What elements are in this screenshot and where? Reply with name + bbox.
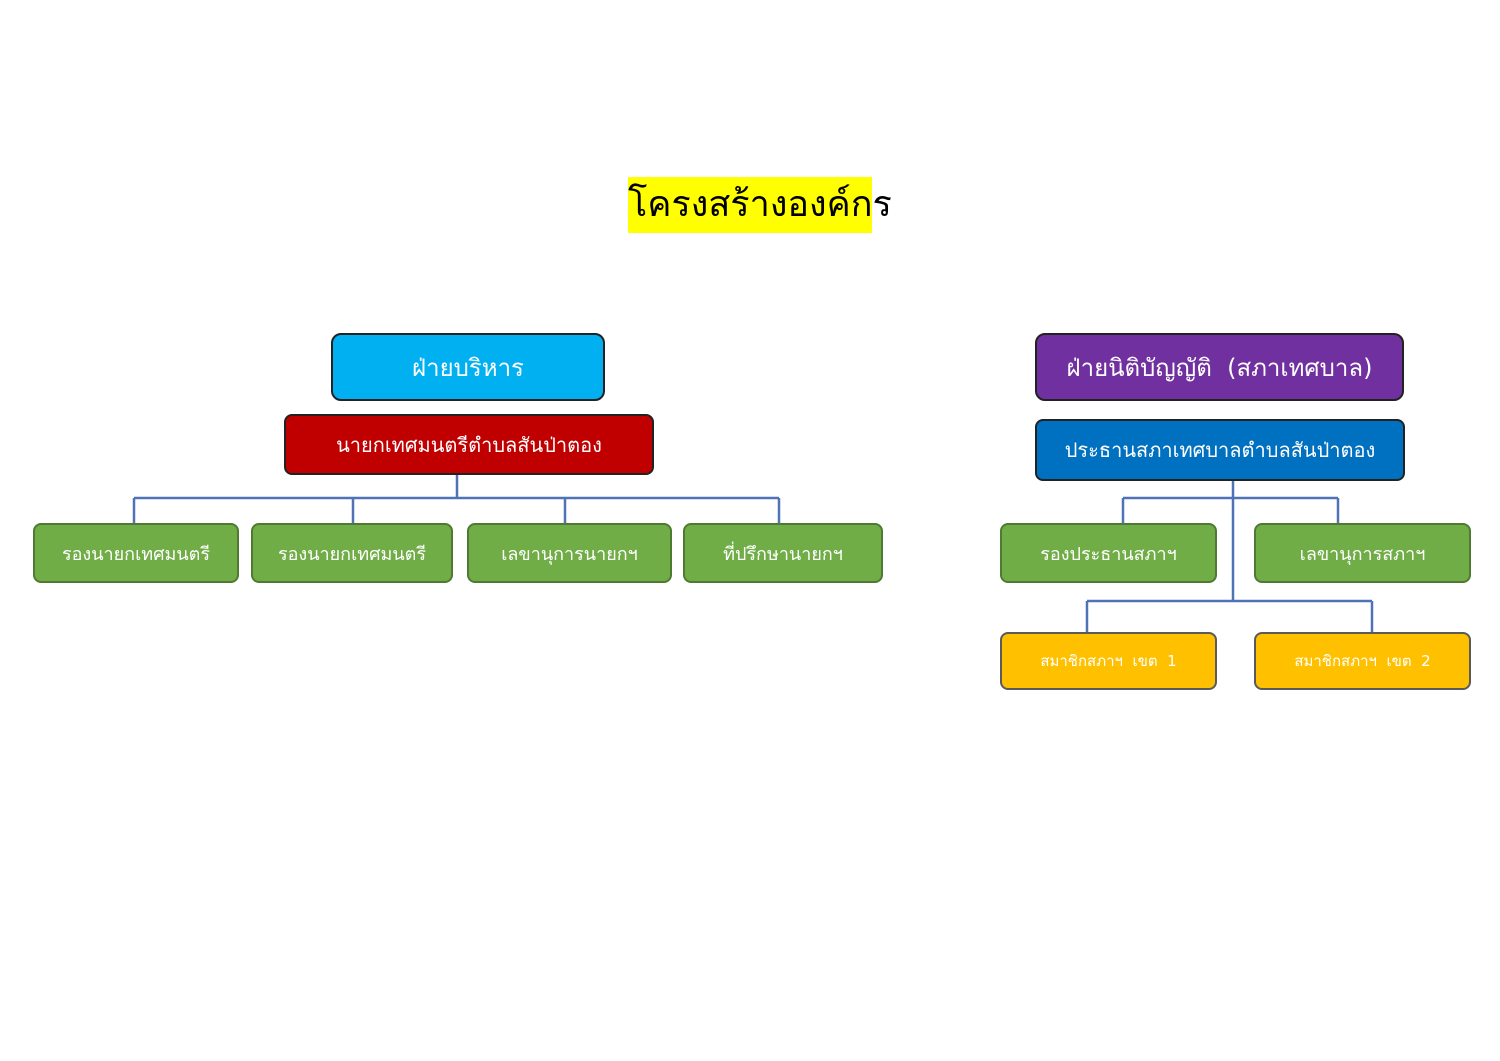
legislative-member-box-2: สมาชิกสภาฯ เขต 2: [1254, 632, 1471, 690]
executive-staff-label: เลขานุการนายกฯ: [501, 543, 638, 565]
executive-header-label: ฝ่ายบริหาร: [412, 353, 524, 382]
executive-staff-label: รองนายกเทศมนตรี: [277, 543, 427, 565]
executive-staff-label: ที่ปรึกษานายกฯ: [723, 543, 843, 565]
executive-staff-label: รองนายกเทศมนตรี: [61, 543, 211, 565]
legislative-staff-label: เลขานุการสภาฯ: [1299, 543, 1426, 565]
legislative-chief-box: ประธานสภาเทศบาลตำบลสันป่าตอง: [1035, 419, 1405, 481]
executive-header-box: ฝ่ายบริหาร: [331, 333, 605, 401]
legislative-header-label: ฝ่ายนิติบัญญัติ (สภาเทศบาล): [1066, 353, 1373, 382]
legislative-staff-box-2: เลขานุการสภาฯ: [1254, 523, 1471, 583]
legislative-member-label: สมาชิกสภาฯ เขต 2: [1294, 652, 1431, 670]
legislative-member-box-1: สมาชิกสภาฯ เขต 1: [1000, 632, 1217, 690]
legislative-chief-label: ประธานสภาเทศบาลตำบลสันป่าตอง: [1064, 438, 1376, 462]
legislative-member-label: สมาชิกสภาฯ เขต 1: [1040, 652, 1177, 670]
executive-staff-box-2: รองนายกเทศมนตรี: [251, 523, 453, 583]
executive-chief-box: นายกเทศมนตรีตำบลสันป่าตอง: [284, 414, 654, 475]
legislative-header-box: ฝ่ายนิติบัญญัติ (สภาเทศบาล): [1035, 333, 1404, 401]
executive-staff-box-1: รองนายกเทศมนตรี: [33, 523, 239, 583]
executive-chief-label: นายกเทศมนตรีตำบลสันป่าตอง: [336, 432, 602, 457]
executive-staff-box-3: เลขานุการนายกฯ: [467, 523, 672, 583]
chart-title: โครงสร้างองค์กร: [628, 177, 892, 233]
executive-staff-box-4: ที่ปรึกษานายกฯ: [683, 523, 883, 583]
legislative-staff-box-1: รองประธานสภาฯ: [1000, 523, 1217, 583]
legislative-staff-label: รองประธานสภาฯ: [1040, 543, 1177, 565]
